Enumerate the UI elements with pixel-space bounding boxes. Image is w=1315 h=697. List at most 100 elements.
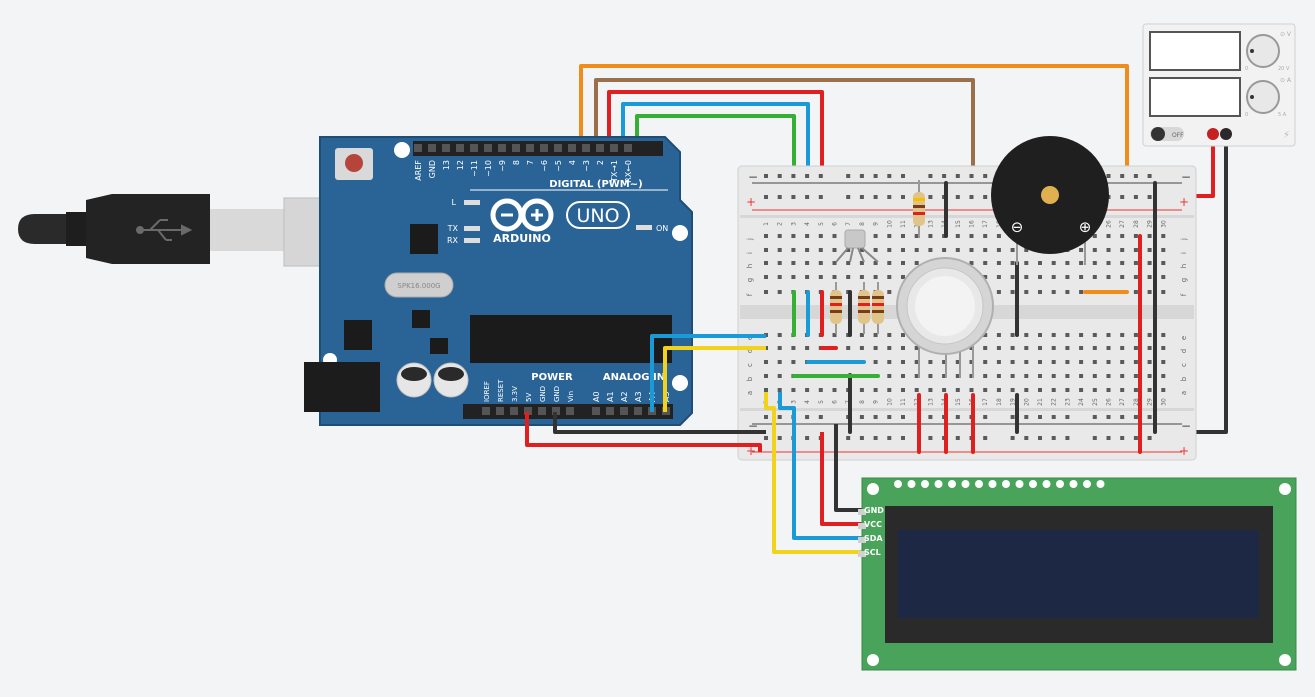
breadboard-hole[interactable] <box>764 275 768 279</box>
breadboard-hole[interactable] <box>901 360 905 364</box>
rail-hole[interactable] <box>969 195 974 199</box>
breadboard-hole[interactable] <box>777 234 782 238</box>
breadboard-hole[interactable] <box>791 234 796 238</box>
breadboard-hole[interactable] <box>887 275 892 279</box>
breadboard-hole[interactable] <box>901 234 905 238</box>
breadboard-hole[interactable] <box>1092 248 1097 252</box>
breadboard-hole[interactable] <box>1038 360 1042 364</box>
breadboard-hole[interactable] <box>764 261 768 265</box>
breadboard-hole[interactable] <box>1024 290 1029 294</box>
rail-hole[interactable] <box>873 195 878 199</box>
breadboard-hole[interactable] <box>983 275 988 279</box>
breadboard-hole[interactable] <box>1079 346 1084 350</box>
breadboard-hole[interactable] <box>1147 388 1152 392</box>
rail-hole[interactable] <box>818 415 823 419</box>
breadboard-hole[interactable] <box>1161 333 1166 337</box>
breadboard-hole[interactable] <box>1065 360 1070 364</box>
rail-hole[interactable] <box>1133 415 1138 419</box>
breadboard-hole[interactable] <box>832 248 837 252</box>
breadboard-hole[interactable] <box>887 333 892 337</box>
rail-hole[interactable] <box>887 195 892 199</box>
breadboard-hole[interactable] <box>1051 261 1056 265</box>
breadboard-hole[interactable] <box>1010 360 1015 364</box>
breadboard-hole[interactable] <box>969 234 974 238</box>
rail-hole[interactable] <box>1147 415 1152 419</box>
breadboard-hole[interactable] <box>1024 346 1029 350</box>
power-supply[interactable]: ⊙ V ⊙ A 0 20 V 0 5 A OFF ⚡ <box>1142 23 1296 147</box>
rail-hole[interactable] <box>1038 415 1042 419</box>
breadboard-hole[interactable] <box>1079 360 1084 364</box>
breadboard-hole[interactable] <box>955 388 960 392</box>
analog-pin[interactable] <box>634 407 642 415</box>
power-pin[interactable] <box>510 407 518 415</box>
breadboard-hole[interactable] <box>859 346 864 350</box>
resistor-2[interactable] <box>858 282 870 334</box>
breadboard-hole[interactable] <box>1024 388 1029 392</box>
breadboard-hole[interactable] <box>1092 333 1097 337</box>
breadboard-hole[interactable] <box>969 388 974 392</box>
breadboard-hole[interactable] <box>764 388 768 392</box>
analog-pin[interactable] <box>606 407 614 415</box>
power-pin[interactable] <box>538 407 546 415</box>
breadboard-hole[interactable] <box>1010 275 1015 279</box>
breadboard-hole[interactable] <box>969 248 974 252</box>
rail-hole[interactable] <box>1065 415 1070 419</box>
breadboard-hole[interactable] <box>1024 333 1029 337</box>
breadboard-hole[interactable] <box>1092 275 1097 279</box>
breadboard-hole[interactable] <box>969 374 974 378</box>
breadboard-hole[interactable] <box>1092 346 1097 350</box>
breadboard-hole[interactable] <box>1147 360 1152 364</box>
rail-hole[interactable] <box>873 174 878 178</box>
digital-pin[interactable] <box>428 144 436 152</box>
breadboard-hole[interactable] <box>777 261 782 265</box>
breadboard-hole[interactable] <box>873 388 878 392</box>
rail-hole[interactable] <box>777 195 782 199</box>
rail-hole[interactable] <box>1133 174 1138 178</box>
rail-hole[interactable] <box>764 195 768 199</box>
digital-pin[interactable] <box>456 144 464 152</box>
breadboard-hole[interactable] <box>818 234 823 238</box>
rail-hole[interactable] <box>928 195 933 199</box>
breadboard-hole[interactable] <box>942 360 947 364</box>
digital-pin[interactable] <box>498 144 506 152</box>
digital-pin[interactable] <box>624 144 632 152</box>
breadboard-hole[interactable] <box>983 374 988 378</box>
digital-pin[interactable] <box>554 144 562 152</box>
breadboard-hole[interactable] <box>996 360 1001 364</box>
breadboard-hole[interactable] <box>1038 374 1042 378</box>
rail-hole[interactable] <box>1120 415 1125 419</box>
rail-hole[interactable] <box>942 174 947 178</box>
breadboard-hole[interactable] <box>1024 374 1029 378</box>
breadboard-hole[interactable] <box>1106 360 1111 364</box>
breadboard-hole[interactable] <box>1161 360 1166 364</box>
digital-pin[interactable] <box>568 144 576 152</box>
breadboard-hole[interactable] <box>901 275 905 279</box>
rail-hole[interactable] <box>777 174 782 178</box>
breadboard-hole[interactable] <box>1133 261 1138 265</box>
breadboard-hole[interactable] <box>1079 261 1084 265</box>
rail-hole[interactable] <box>983 415 988 419</box>
breadboard-hole[interactable] <box>791 360 796 364</box>
breadboard-hole[interactable] <box>846 275 851 279</box>
breadboard-hole[interactable] <box>818 275 823 279</box>
breadboard-hole[interactable] <box>1133 346 1138 350</box>
breadboard-hole[interactable] <box>955 360 960 364</box>
breadboard-hole[interactable] <box>777 275 782 279</box>
breadboard-hole[interactable] <box>873 360 878 364</box>
breadboard-hole[interactable] <box>1038 275 1042 279</box>
breadboard-hole[interactable] <box>901 261 905 265</box>
breadboard-hole[interactable] <box>1051 374 1056 378</box>
breadboard-hole[interactable] <box>1079 388 1084 392</box>
breadboard-hole[interactable] <box>846 346 851 350</box>
breadboard-hole[interactable] <box>846 261 851 265</box>
breadboard-hole[interactable] <box>928 248 933 252</box>
breadboard-hole[interactable] <box>777 333 782 337</box>
breadboard-hole[interactable] <box>1079 374 1084 378</box>
breadboard-hole[interactable] <box>901 388 905 392</box>
breadboard-hole[interactable] <box>983 360 988 364</box>
breadboard-hole[interactable] <box>1051 333 1056 337</box>
breadboard-hole[interactable] <box>1147 290 1152 294</box>
rail-hole[interactable] <box>928 415 933 419</box>
breadboard-hole[interactable] <box>1120 261 1125 265</box>
rail-hole[interactable] <box>955 195 960 199</box>
